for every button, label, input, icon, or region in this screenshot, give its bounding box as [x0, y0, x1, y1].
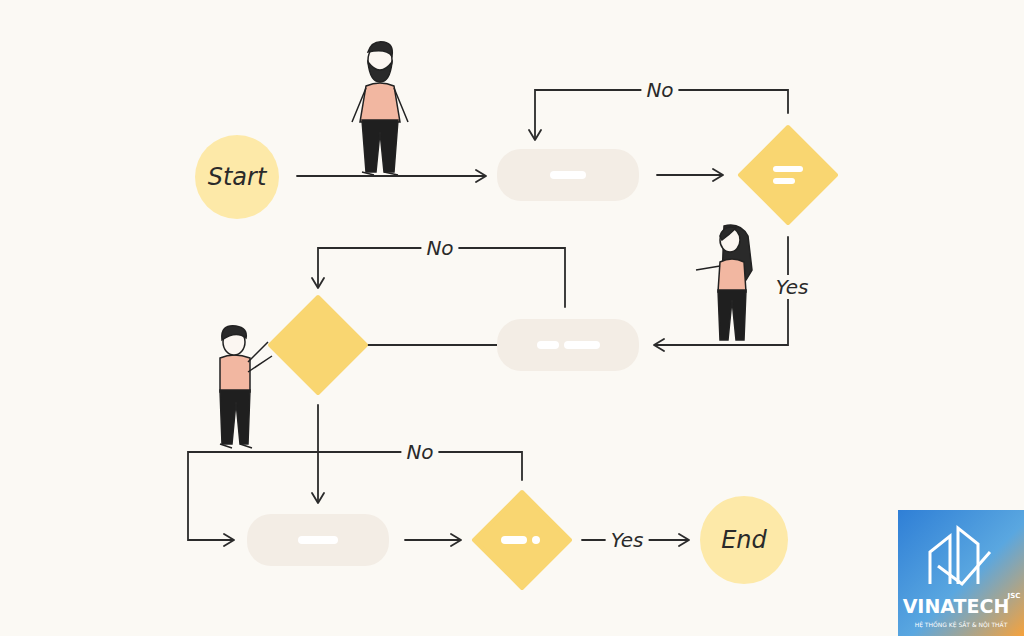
logo-wordmark: VINATECH: [903, 595, 1010, 617]
process-box: [497, 149, 639, 201]
edge-label: Yes: [771, 275, 814, 299]
decision-diamond: [270, 297, 366, 393]
decision-diamond: [740, 127, 836, 223]
node-text: Start: [208, 163, 267, 191]
end-circle: End: [700, 496, 788, 584]
logo-panel: [898, 510, 1024, 636]
edge-label: No: [421, 236, 458, 260]
process-box-outline: [497, 149, 639, 201]
logo-mark: [930, 528, 990, 584]
process-box: [497, 319, 639, 371]
logo-suffix: JSC: [1008, 592, 1021, 600]
flow-arrow: [317, 405, 319, 502]
person-figure: [352, 42, 408, 175]
process-box-outline: [497, 319, 639, 371]
start-circle: Start: [195, 135, 279, 219]
person-figure: [220, 326, 272, 448]
node-text: End: [721, 526, 767, 554]
decision-diamond-outline: [270, 297, 366, 393]
process-box-outline: [247, 514, 389, 566]
decision-diamond-outline: [474, 492, 570, 588]
edge-label: Yes: [606, 528, 649, 552]
decision-diamond: [474, 492, 570, 588]
flow-arrow: [657, 174, 722, 176]
process-box: [247, 514, 389, 566]
flow-arrow: [297, 175, 485, 177]
edge-label: No: [641, 78, 678, 102]
decision-diamond-outline: [740, 127, 836, 223]
logo-tagline: HỆ THỐNG KỆ SẮT & NỘI THẤT: [915, 621, 1008, 628]
edge-label: No: [401, 440, 438, 464]
person-figure: [696, 225, 752, 340]
flow-arrow: [405, 539, 460, 541]
flow-arrow: [655, 237, 788, 345]
